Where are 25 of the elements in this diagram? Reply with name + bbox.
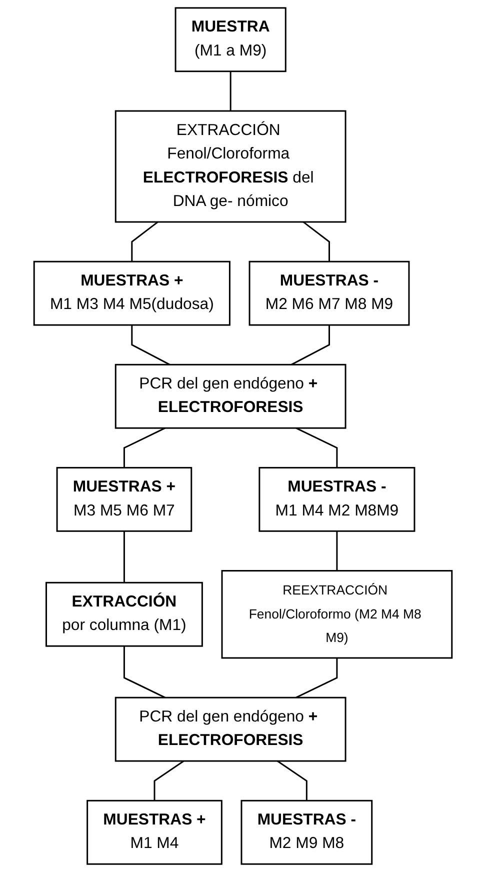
node-box: EXTRACCIÓN Fenol/Cloroforma ELECTROFORESIS del DNA ge- nómico (114, 110, 346, 223)
connector (154, 760, 184, 801)
node-box: MUESTRAS + M1 M3 M4 M5(dudosa) (33, 260, 230, 326)
connector (296, 427, 338, 468)
node-box: MUESTRAS - M1 M4 M2 M8M9 (258, 466, 416, 532)
connector (131, 221, 158, 262)
connector (123, 531, 125, 583)
connector (276, 760, 308, 801)
connector (290, 325, 330, 366)
node-box: PCR del gen endógeno + ELECTROFORESIS (114, 364, 346, 429)
node-box: MUESTRAS - M2 M6 M7 M8 M9 (248, 260, 410, 326)
node-box: MUESTRAS + M1 M4 (86, 800, 222, 865)
connector (296, 658, 338, 698)
connector (230, 71, 232, 111)
node-box: PCR del gen endógeno + ELECTROFORESIS (114, 696, 346, 762)
connector (336, 531, 338, 571)
node-box: MUESTRAS + M3 M5 M6 M7 (56, 466, 192, 532)
node-box: MUESTRA (M1 a M9) (174, 7, 286, 72)
node-box: MUESTRAS - M2 M9 M8 (240, 800, 373, 865)
node-box: EXTRACCIÓN por columna (M1) (46, 582, 203, 647)
connector (123, 646, 166, 698)
connector (302, 221, 330, 262)
node-box: REEXTRACCIÓN Fenol/Cloroformo (M2 M4 M8 M9) (221, 570, 453, 659)
connector (123, 427, 166, 468)
connector (131, 325, 170, 366)
